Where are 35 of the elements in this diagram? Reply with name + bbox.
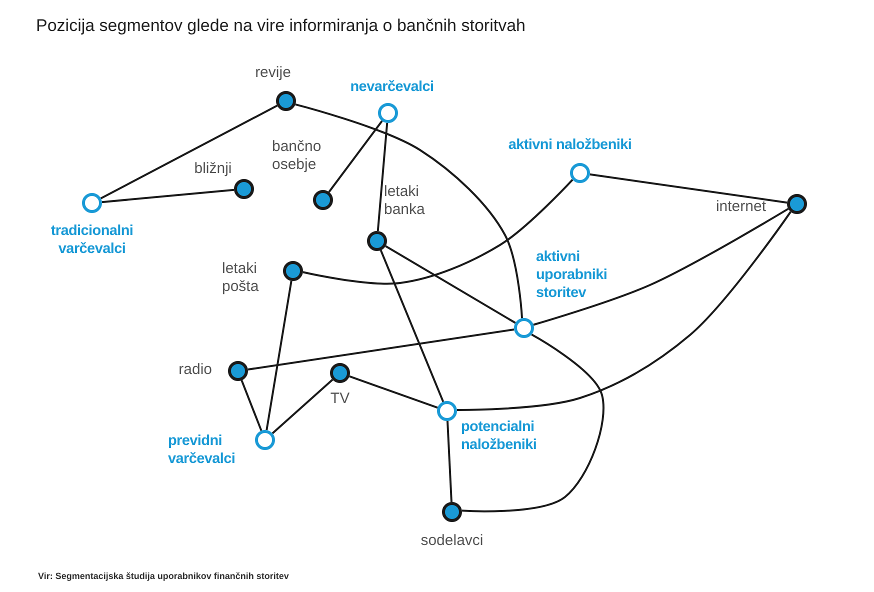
- connector-line: [376, 122, 388, 232]
- connector-line: [380, 250, 444, 402]
- source-label: revije: [254, 64, 292, 82]
- connector-line: [102, 188, 234, 204]
- connector-line: [266, 280, 292, 430]
- connector-line: [385, 245, 516, 324]
- diagram-title: Pozicija segmentov glede na vire informiranja o bančnih storitvah: [36, 16, 526, 36]
- segment-label: potencialni naložbeniki: [461, 418, 538, 454]
- source-label: letaki banka: [384, 183, 426, 219]
- connector-line: [328, 120, 383, 193]
- connector-line: [462, 334, 604, 512]
- connector-line: [295, 103, 523, 318]
- segment-label: nevarčevalci: [349, 78, 435, 96]
- connector-line: [248, 328, 514, 370]
- source-label: letaki pošta: [222, 260, 260, 296]
- connector-line: [272, 378, 334, 434]
- segment-label: previdni varčevalci: [168, 432, 236, 468]
- source-label: radio: [178, 361, 212, 379]
- connector-line: [533, 208, 789, 326]
- source-label: bančno osebje: [272, 138, 322, 174]
- source-label: internet: [714, 198, 766, 216]
- connector-line: [446, 420, 452, 502]
- source-label: TV: [329, 390, 351, 408]
- segment-label: aktivni naložbeniki: [507, 136, 633, 154]
- connector-line: [302, 179, 574, 285]
- source-note: Vir: Segmentacijska študija uporabnikov finančnih storitev: [38, 571, 289, 581]
- connector-line: [456, 211, 792, 412]
- source-label: sodelavci: [420, 532, 484, 550]
- connector-line: [240, 380, 262, 432]
- connector-line: [349, 375, 438, 409]
- connector-line: [590, 173, 788, 204]
- segment-label: tradicionalni varčevalci: [50, 222, 134, 258]
- segment-label: aktivni uporabniki storitev: [536, 248, 608, 302]
- connector-line: [100, 104, 278, 200]
- source-label: bližnji: [193, 160, 233, 178]
